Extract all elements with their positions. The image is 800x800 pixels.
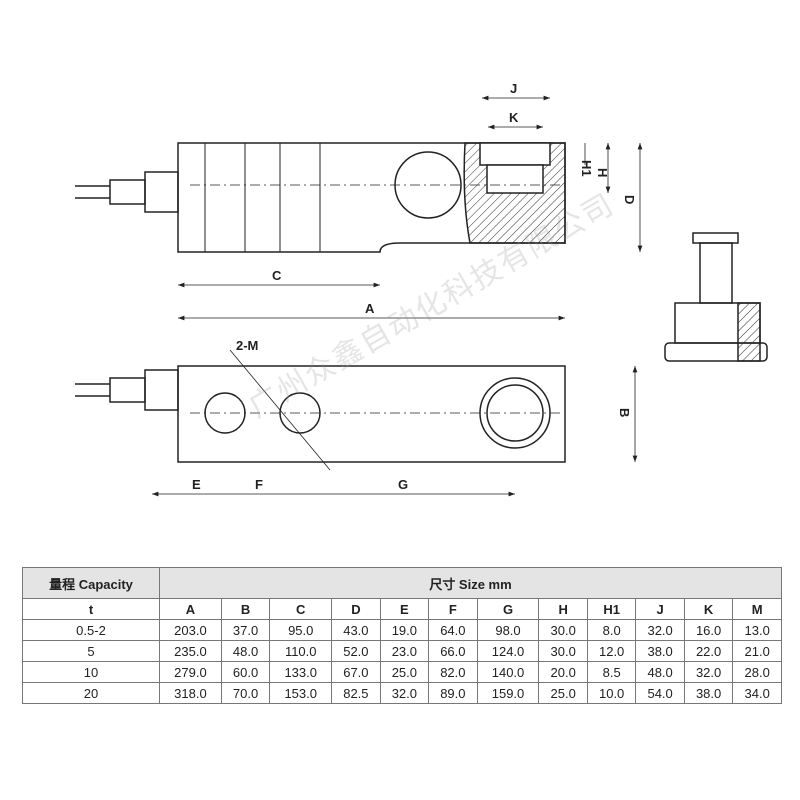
value-cell: 60.0 [220,661,271,683]
capacity-cell: 20 [22,682,160,704]
value-cell: 82.5 [331,682,381,704]
capacity-cell: 5 [22,640,160,662]
column-header: C [269,598,333,620]
value-cell: 8.0 [586,619,637,641]
capacity-cell: 0.5-2 [22,619,160,641]
value-cell: 54.0 [635,682,685,704]
capacity-cell: 10 [22,661,160,683]
value-cell: 32.0 [635,619,685,641]
value-cell: 52.0 [331,640,381,662]
top-view [75,142,566,253]
value-cell: 25.0 [379,661,430,683]
value-cell: 34.0 [732,682,782,704]
value-cell: 16.0 [683,619,734,641]
value-cell: 21.0 [732,640,782,662]
dim-F: F [255,477,263,492]
unit-header: t [22,598,160,620]
value-cell: 89.0 [428,682,478,704]
side-view [664,232,768,362]
value-cell: 48.0 [220,640,271,662]
value-cell: 70.0 [220,682,271,704]
column-header: B [220,598,271,620]
value-cell: 43.0 [331,619,381,641]
column-header: H [538,598,588,620]
value-cell: 110.0 [269,640,333,662]
size-header: 尺寸 Size mm [159,567,782,599]
capacity-header: 量程 Capacity [22,567,160,599]
value-cell: 124.0 [476,640,540,662]
dim-C: C [272,268,282,283]
dim-A: A [365,301,375,316]
value-cell: 37.0 [220,619,271,641]
value-cell: 203.0 [159,619,222,641]
value-cell: 279.0 [159,661,222,683]
value-cell: 22.0 [683,640,734,662]
value-cell: 32.0 [683,661,734,683]
value-cell: 20.0 [538,661,588,683]
column-header: H1 [586,598,637,620]
column-header: K [683,598,734,620]
value-cell: 66.0 [428,640,478,662]
dim-G: G [398,477,408,492]
value-cell: 38.0 [683,682,734,704]
value-cell: 64.0 [428,619,478,641]
value-cell: 12.0 [586,640,637,662]
value-cell: 13.0 [732,619,782,641]
dim-E: E [192,477,201,492]
column-header: D [331,598,381,620]
value-cell: 153.0 [269,682,333,704]
value-cell: 30.0 [538,640,588,662]
value-cell: 67.0 [331,661,381,683]
value-cell: 28.0 [732,661,782,683]
value-cell: 82.0 [428,661,478,683]
value-cell: 23.0 [379,640,430,662]
dim-2M: 2-M [236,338,258,353]
value-cell: 159.0 [476,682,540,704]
column-header: J [635,598,685,620]
dim-H1: H1 [579,160,594,177]
value-cell: 32.0 [379,682,430,704]
value-cell: 8.5 [586,661,637,683]
value-cell: 140.0 [476,661,540,683]
value-cell: 19.0 [379,619,430,641]
value-cell: 133.0 [269,661,333,683]
column-header: F [428,598,478,620]
dim-K: K [509,110,519,125]
dim-D: D [622,195,637,204]
dim-B: B [617,408,632,417]
value-cell: 48.0 [635,661,685,683]
value-cell: 38.0 [635,640,685,662]
value-cell: 25.0 [538,682,588,704]
bottom-view [75,365,566,463]
value-cell: 318.0 [159,682,222,704]
value-cell: 95.0 [269,619,333,641]
column-header: A [159,598,222,620]
dim-H: H [595,168,610,177]
dim-J: J [510,81,517,96]
load-cell-drawing: J K H1 H D C A 2-M B E F G [75,81,768,497]
value-cell: 98.0 [476,619,540,641]
dimension-lines [152,95,643,497]
column-header: M [732,598,782,620]
value-cell: 235.0 [159,640,222,662]
value-cell: 10.0 [586,682,637,704]
column-header: G [476,598,540,620]
value-cell: 30.0 [538,619,588,641]
column-header: E [379,598,430,620]
